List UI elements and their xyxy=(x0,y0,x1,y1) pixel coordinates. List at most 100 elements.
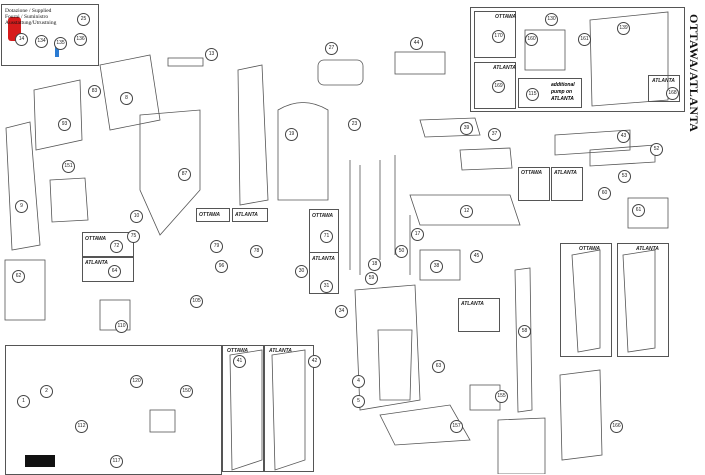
callout: 160 xyxy=(525,33,538,46)
door-part xyxy=(589,11,669,107)
callout: 30 xyxy=(295,265,308,278)
supplied-label: Ausstattung/Utrustning xyxy=(5,20,57,26)
callout: 19 xyxy=(285,128,298,141)
callout: 61 xyxy=(632,204,645,217)
callout: 161 xyxy=(578,33,591,46)
callout: 18 xyxy=(368,258,381,271)
callout: 39 xyxy=(460,122,473,135)
callout: 41 xyxy=(233,355,246,368)
supplied-box: Dotazione / Supplied Fourni / Suministro… xyxy=(1,4,99,66)
callout: 155 xyxy=(495,390,508,403)
callout: 139 xyxy=(617,22,630,35)
callout: 45 xyxy=(470,250,483,263)
variant-label: ATLANTA xyxy=(85,260,108,266)
variant-label: ATLANTA xyxy=(493,65,516,71)
callout: 136 xyxy=(74,33,87,46)
callout: 17 xyxy=(411,228,424,241)
callout: 63 xyxy=(432,360,445,373)
callout: 10 xyxy=(130,210,143,223)
top-lid-part xyxy=(394,51,446,75)
heat-exchanger-part xyxy=(524,29,566,71)
supplied-label: Fourni / Suministro xyxy=(5,14,49,20)
callout: 110 xyxy=(115,320,128,333)
left-panel-part xyxy=(5,121,41,251)
variant-label: OTTAWA xyxy=(521,170,543,176)
bottom-panel-part xyxy=(497,417,546,474)
callout: 62 xyxy=(12,270,25,283)
grill-part xyxy=(167,57,204,67)
callout: 79 xyxy=(210,240,223,253)
callout: 117 xyxy=(110,455,123,468)
callout: 166 xyxy=(610,420,623,433)
callout: 157 xyxy=(450,420,463,433)
atlanta-tag: ATLANTA xyxy=(458,298,500,332)
grate-part xyxy=(49,177,89,223)
callout: 13 xyxy=(205,48,218,61)
callout: 5 xyxy=(352,395,365,408)
variant-label: ATLANTA xyxy=(269,348,292,354)
callout: 96 xyxy=(215,260,228,273)
atlanta-inset: ATLANTA xyxy=(474,62,516,109)
hopper-body-part xyxy=(139,109,201,236)
ottawa-tag: OTTAWA xyxy=(222,345,264,472)
variant-label: ATLANTA xyxy=(652,78,675,84)
cable-part xyxy=(25,455,55,467)
callout: 2 xyxy=(40,385,53,398)
callout: 53 xyxy=(618,170,631,183)
atlanta-tag: ATLANTA xyxy=(551,167,583,201)
callout: 120 xyxy=(130,375,143,388)
pump-note-line: additional xyxy=(551,82,575,88)
supplied-label: Dotazione / Supplied xyxy=(5,8,52,14)
callout: 71 xyxy=(320,230,333,243)
atlanta-tag: ATLANTA xyxy=(82,256,134,282)
callout: 25 xyxy=(77,13,90,26)
callout: 14 xyxy=(15,33,28,46)
atlanta-door-inset: ATLANTA xyxy=(648,75,680,102)
callout: 83 xyxy=(88,85,101,98)
callout: 115 xyxy=(526,88,539,101)
fan-assembly-part xyxy=(99,299,131,331)
tray-part xyxy=(459,147,513,171)
motor-assembly-part xyxy=(4,259,46,321)
variant-label: ATLANTA xyxy=(554,170,577,176)
callout: 4 xyxy=(352,375,365,388)
brick-part xyxy=(554,129,631,156)
ottawa-inset: OTTAWA xyxy=(474,11,516,58)
variant-label: OTTAWA xyxy=(227,348,249,354)
callout: 135 xyxy=(54,37,67,50)
frame-column-part xyxy=(237,64,269,206)
callout: 8 xyxy=(120,92,133,105)
variant-label: ATLANTA xyxy=(312,256,335,262)
cover-part xyxy=(317,59,364,86)
callout: 44 xyxy=(410,37,423,50)
callout: 130 xyxy=(545,13,558,26)
pump-note-line: pump on xyxy=(551,89,573,95)
callout: 169 xyxy=(492,80,505,93)
rear-strip-part xyxy=(514,267,533,413)
atlanta-tag: ATLANTA xyxy=(264,345,314,472)
variant-label: ATLANTA xyxy=(235,212,258,218)
brick-part-2 xyxy=(589,144,656,167)
callout: 27 xyxy=(325,42,338,55)
variant-label: OTTAWA xyxy=(199,212,221,218)
combustion-chamber-part xyxy=(277,102,329,201)
ottawa-tag: OTTAWA xyxy=(518,167,550,201)
callout: 105 xyxy=(190,295,203,308)
pump-part xyxy=(149,409,176,433)
callout: 37 xyxy=(488,128,501,141)
ottawa-tag: OTTAWA xyxy=(196,208,230,222)
glass-door-part xyxy=(377,329,413,401)
callout: 1 xyxy=(17,395,30,408)
ottawa-tag: OTTAWA xyxy=(82,232,134,258)
callout: 168 xyxy=(666,87,679,100)
callout: 23 xyxy=(348,118,361,131)
side-cladding-ottawa-part xyxy=(229,349,263,471)
variant-label: ATLANTA xyxy=(636,246,659,252)
atlanta-tag: ATLANTA xyxy=(232,208,268,222)
callout: 87 xyxy=(178,168,191,181)
back-panel-part xyxy=(559,369,603,461)
callout: 34 xyxy=(335,305,348,318)
callout: 12 xyxy=(460,205,473,218)
